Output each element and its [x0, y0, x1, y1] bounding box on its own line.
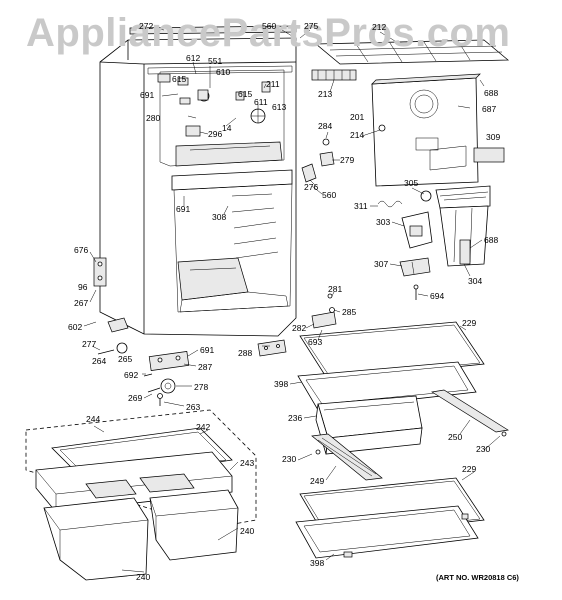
part-label-265: 265: [118, 354, 132, 364]
part-label-691: 691: [176, 204, 190, 214]
part-label-398: 398: [274, 379, 288, 389]
part-label-288: 288: [238, 348, 252, 358]
part-label-560: 560: [322, 190, 336, 200]
part-label-211: 211: [266, 79, 280, 89]
part-label-285: 285: [342, 307, 356, 317]
part-label-676: 676: [74, 245, 88, 255]
part-label-281: 281: [328, 284, 342, 294]
part-label-303: 303: [376, 217, 390, 227]
part-label-688: 688: [484, 235, 498, 245]
part-label-277: 277: [82, 339, 96, 349]
part-label-244: 244: [86, 414, 100, 424]
part-label-287: 287: [198, 362, 212, 372]
part-label-612: 612: [186, 53, 200, 63]
part-label-242: 242: [196, 422, 210, 432]
part-label-692: 692: [124, 370, 138, 380]
part-label-613: 613: [272, 102, 286, 112]
drawer-cover-249: [311, 433, 383, 481]
part-label-243: 243: [240, 458, 254, 468]
part-label-263: 263: [186, 402, 200, 412]
part-label-398: 398: [310, 558, 324, 568]
part-labels: 272 560 275 212 612 551 610 615 691 211 …: [68, 21, 500, 582]
part-label-602: 602: [68, 322, 82, 332]
part-label-267: 267: [74, 298, 88, 308]
part-label-276: 276: [304, 182, 318, 192]
part-label-307: 307: [374, 259, 388, 269]
shelf-frame-398-upper: [297, 361, 477, 411]
part-label-14: 14: [222, 123, 232, 133]
part-label-309: 309: [486, 132, 500, 142]
part-label-280: 280: [146, 113, 160, 123]
part-label-694: 694: [430, 291, 444, 301]
pan-assembly-group: [25, 409, 257, 581]
part-label-560: 560: [262, 21, 276, 31]
part-label-249: 249: [310, 476, 324, 486]
part-label-693: 693: [308, 337, 322, 347]
part-label-278: 278: [194, 382, 208, 392]
part-label-269: 269: [128, 393, 142, 403]
fresh-food-cabinet: [93, 37, 317, 337]
part-label-213: 213: [318, 89, 332, 99]
part-label-296: 296: [208, 129, 222, 139]
part-label-615: 615: [238, 89, 252, 99]
part-label-282: 282: [292, 323, 306, 333]
art-number: (ART NO. WR20818 C6): [436, 573, 519, 582]
part-label-691: 691: [140, 90, 154, 100]
part-label-214: 214: [350, 130, 364, 140]
watermark-text: AppliancePartsPros.com: [26, 11, 511, 55]
part-label-611: 611: [254, 97, 268, 107]
part-label-229: 229: [462, 318, 476, 328]
air-duct-assembly: [319, 138, 491, 300]
part-label-615: 615: [172, 74, 186, 84]
part-label-264: 264: [92, 356, 106, 366]
part-label-275: 275: [304, 21, 318, 31]
part-label-250: 250: [448, 432, 462, 442]
part-label-229: 229: [462, 464, 476, 474]
leader-lines: [83, 27, 501, 573]
shelf-frame-398-lower: [295, 505, 479, 559]
part-label-284: 284: [318, 121, 332, 131]
part-label-691: 691: [200, 345, 214, 355]
part-label-687: 687: [482, 104, 496, 114]
part-label-311: 311: [354, 201, 368, 211]
part-label-240: 240: [136, 572, 150, 582]
part-label-230: 230: [476, 444, 490, 454]
part-label-610: 610: [216, 67, 230, 77]
part-label-688: 688: [484, 88, 498, 98]
part-label-279: 279: [340, 155, 354, 165]
part-label-240: 240: [240, 526, 254, 536]
part-label-236: 236: [288, 413, 302, 423]
evaporator-cover: [371, 73, 505, 187]
part-label-201: 201: [350, 112, 364, 122]
part-label-551: 551: [208, 56, 222, 66]
part-label-212: 212: [372, 22, 386, 32]
top-wire-shelf: [129, 25, 510, 81]
part-label-305: 305: [404, 178, 418, 188]
part-label-230: 230: [282, 454, 296, 464]
crisper-drawer-236: [315, 395, 423, 455]
part-label-272: 272: [139, 21, 153, 31]
bottom-hinge-parts: [97, 342, 190, 406]
part-label-308: 308: [212, 212, 226, 222]
part-label-304: 304: [468, 276, 482, 286]
drawer-slide-250: [431, 389, 509, 437]
center-brackets: [257, 293, 337, 357]
part-label-96: 96: [78, 282, 88, 292]
